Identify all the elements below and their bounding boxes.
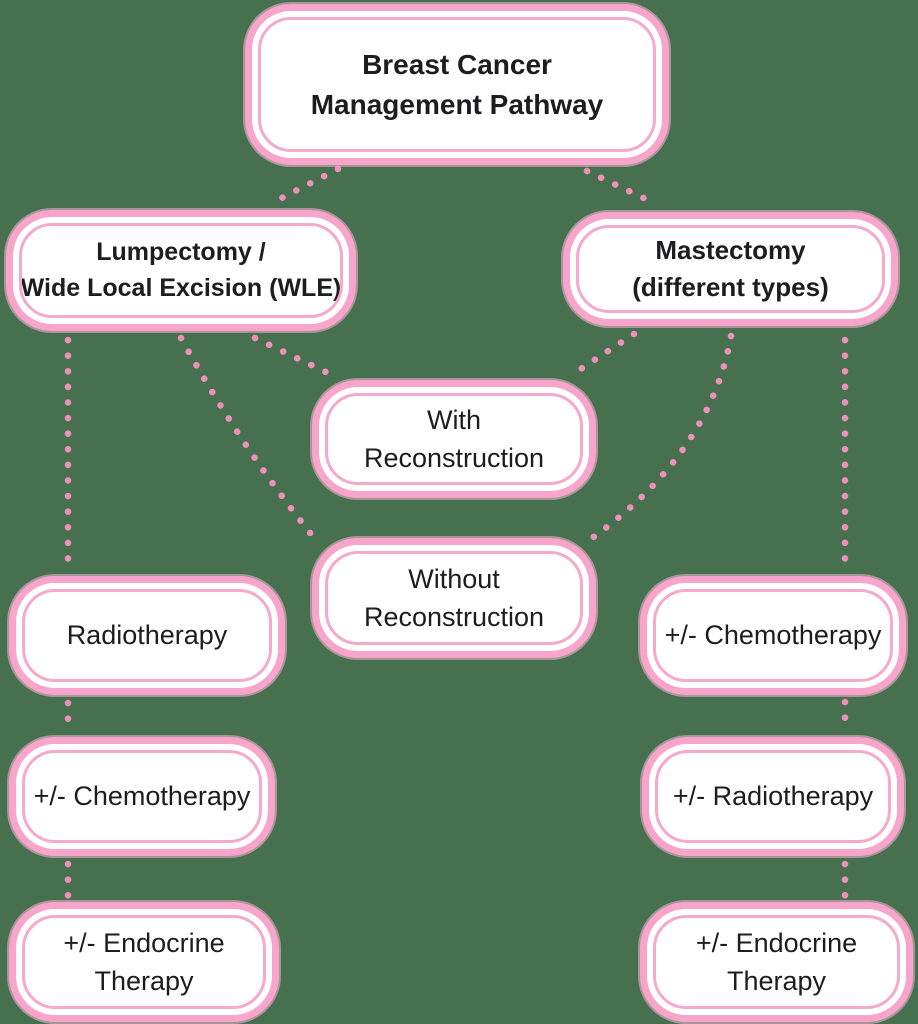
node-label-chemotherapy-left: +/- Chemotherapy (33, 781, 251, 812)
node-label-radiotherapy-left: Radiotherapy (66, 620, 228, 651)
node-label-chemotherapy-right: +/- Chemotherapy (664, 620, 882, 651)
node-label-root: Breast Cancer Management Pathway (310, 48, 604, 120)
node-radiotherapy-right: +/- Radiotherapy (642, 737, 904, 856)
node-with-reconstruction: With Reconstruction (312, 380, 596, 498)
node-chemotherapy-right: +/- Chemotherapy (640, 576, 906, 695)
connector-mastectomy-to-without-recon (584, 332, 735, 545)
connector-lumpectomy-to-without-recon (177, 334, 315, 538)
node-label-radiotherapy-right: +/- Radiotherapy (672, 781, 874, 812)
node-breast-cancer-management-pathway: Breast Cancer Management Pathway (245, 4, 669, 165)
node-without-reconstruction: Without Reconstruction (312, 538, 596, 658)
node-label-with-reconstruction: With Reconstruction (363, 404, 545, 473)
node-label-endocrine-right: +/- Endocrine Therapy (695, 927, 858, 996)
node-endocrine-therapy-right: +/- Endocrine Therapy (640, 902, 913, 1022)
node-mastectomy: Mastectomy (different types) (563, 212, 898, 326)
node-endocrine-therapy-left: +/- Endocrine Therapy (9, 902, 279, 1022)
node-chemotherapy-left: +/- Chemotherapy (9, 737, 275, 856)
node-radiotherapy-left: Radiotherapy (9, 576, 285, 695)
node-label-without-reconstruction: Without Reconstruction (363, 563, 545, 632)
connector-lumpectomy-to-with-recon (251, 334, 336, 379)
node-label-mastectomy: Mastectomy (different types) (632, 235, 829, 302)
connector-root-to-lumpectomy (268, 165, 342, 207)
node-label-endocrine-left: +/- Endocrine Therapy (63, 927, 225, 996)
connector-root-to-mastectomy (583, 167, 660, 208)
connector-mastectomy-to-with-recon (566, 330, 638, 380)
node-lumpectomy-wle: Lumpectomy / Wide Local Excision (WLE) (6, 210, 356, 331)
node-label-lumpectomy: Lumpectomy / Wide Local Excision (WLE) (20, 238, 342, 302)
